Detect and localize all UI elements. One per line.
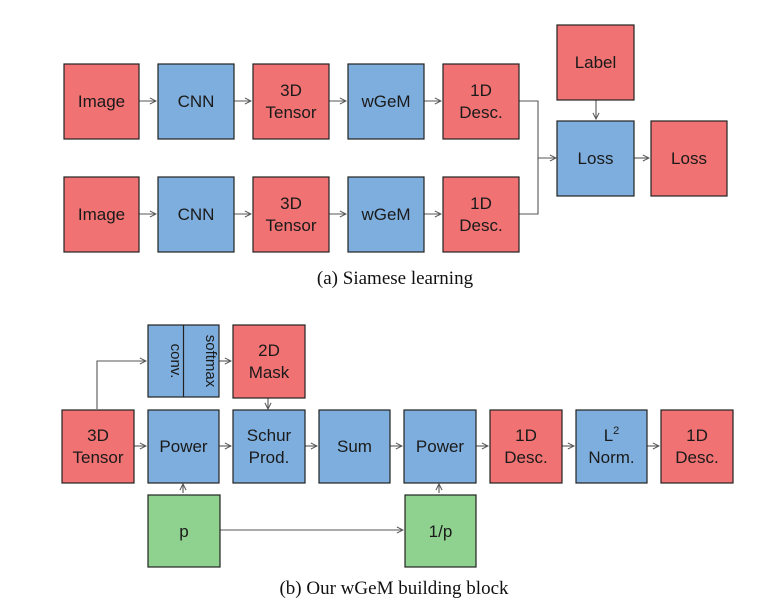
cnn-box-1: CNN [157, 63, 235, 140]
desc-label-2-line1: 1D [470, 194, 492, 213]
conv-label: conv. [167, 344, 184, 379]
desc-box-3-rect [489, 409, 563, 484]
desc-box-2-rect [442, 176, 520, 253]
image-box-1-rect [63, 63, 140, 140]
schur-label-line1: Schur [247, 426, 292, 445]
wgem-box-1: wGeM [347, 63, 425, 140]
tensor-in-box: 3D Tensor [61, 409, 135, 484]
power-box-1: Power [147, 409, 220, 484]
desc-box-2: 1D Desc. [442, 176, 520, 253]
siamese-diagram: Image CNN 3D Tensor wGeM 1D Desc. Image … [63, 24, 728, 289]
inv-p-box-rect [404, 494, 477, 568]
sum-box-rect [318, 409, 391, 484]
cnn-box-1-rect [157, 63, 235, 140]
mask-label-line2: Mask [249, 363, 290, 382]
power-box-2-rect [403, 409, 477, 484]
loss-output-box-rect [650, 120, 728, 197]
desc-box-4-rect [660, 409, 734, 484]
wgem-box-2: wGeM [347, 176, 425, 253]
tensor-box-2: 3D Tensor [252, 176, 330, 253]
image-label-1: Image [78, 92, 125, 111]
schur-label-line2: Prod. [249, 448, 290, 467]
power-label-1: Power [159, 437, 208, 456]
caption-wgem: (b) Our wGeM building block [279, 578, 509, 599]
tensor-in-label-line1: 3D [87, 426, 109, 445]
desc-label-1-line2: Desc. [459, 103, 502, 122]
desc-label-3-line2: Desc. [504, 448, 547, 467]
conv-softmax-box: conv. softmax [147, 324, 220, 398]
desc-box-3: 1D Desc. [489, 409, 563, 484]
cnn-label-1: CNN [178, 92, 215, 111]
label-text: Label [575, 53, 617, 72]
tensor-label-2-line2: Tensor [265, 216, 316, 235]
desc-box-1: 1D Desc. [442, 63, 520, 140]
image-box-2: Image [63, 176, 140, 253]
mask-box: 2D Mask [232, 324, 306, 399]
mask-box-rect [232, 324, 306, 399]
image-box-1: Image [63, 63, 140, 140]
label-box: Label [556, 24, 635, 101]
l2-label: L2 [604, 425, 620, 445]
image-box-2-rect [63, 176, 140, 253]
tensor-box-1-rect [252, 63, 330, 140]
power-box-1-rect [147, 409, 220, 484]
wgem-label-1: wGeM [360, 92, 410, 111]
arrow-desc2-loss [519, 158, 539, 215]
p-box-rect [147, 494, 221, 568]
l2-norm-box: L2 Norm. [575, 409, 648, 484]
tensor-box-1: 3D Tensor [252, 63, 330, 140]
desc-label-4-line1: 1D [686, 426, 708, 445]
cnn-box-2: CNN [157, 176, 235, 253]
loss-output-label: Loss [671, 149, 707, 168]
cnn-box-2-rect [157, 176, 235, 253]
schur-box: Schur Prod. [232, 409, 306, 484]
tensor-label-2-line1: 3D [280, 194, 302, 213]
mask-label-line1: 2D [258, 341, 280, 360]
desc-label-4-line2: Desc. [675, 448, 718, 467]
desc-box-1-rect [442, 63, 520, 140]
sum-label: Sum [337, 437, 372, 456]
tensor-in-label-line2: Tensor [72, 448, 123, 467]
arrow-tensor-conv [96, 361, 146, 409]
wgem-box-1-rect [347, 63, 425, 140]
image-label-2: Image [78, 205, 125, 224]
label-box-rect [556, 24, 635, 101]
schur-box-rect [232, 409, 306, 484]
tensor-label-1-line2: Tensor [265, 103, 316, 122]
desc-label-1-line1: 1D [470, 81, 492, 100]
tensor-label-1-line1: 3D [280, 81, 302, 100]
wgem-box-2-rect [347, 176, 425, 253]
desc-label-3-line1: 1D [515, 426, 537, 445]
p-box: p [147, 494, 221, 568]
inv-p-box: 1/p [404, 494, 477, 568]
desc-box-4: 1D Desc. [660, 409, 734, 484]
wgem-label-2: wGeM [360, 205, 410, 224]
wgem-diagram: conv. softmax 2D Mask 3D Tensor Power Sc… [61, 324, 734, 599]
loss-label: Loss [578, 149, 614, 168]
norm-label: Norm. [588, 448, 634, 467]
loss-output-box: Loss [650, 120, 728, 197]
l2-base: L [604, 426, 613, 445]
loss-box: Loss [556, 120, 635, 197]
power-box-2: Power [403, 409, 477, 484]
cnn-label-2: CNN [178, 205, 215, 224]
l2-superscript: 2 [613, 425, 619, 437]
power-label-2: Power [416, 437, 465, 456]
desc-label-2-line2: Desc. [459, 216, 502, 235]
sum-box: Sum [318, 409, 391, 484]
caption-siamese: (a) Siamese learning [317, 268, 474, 289]
softmax-label: softmax [202, 335, 219, 388]
tensor-in-box-rect [61, 409, 135, 484]
loss-box-rect [556, 120, 635, 197]
p-label: p [179, 522, 188, 541]
inv-p-label: 1/p [429, 522, 453, 541]
l2-norm-box-rect [575, 409, 648, 484]
arrow-desc1-loss [519, 100, 556, 158]
tensor-box-2-rect [252, 176, 330, 253]
